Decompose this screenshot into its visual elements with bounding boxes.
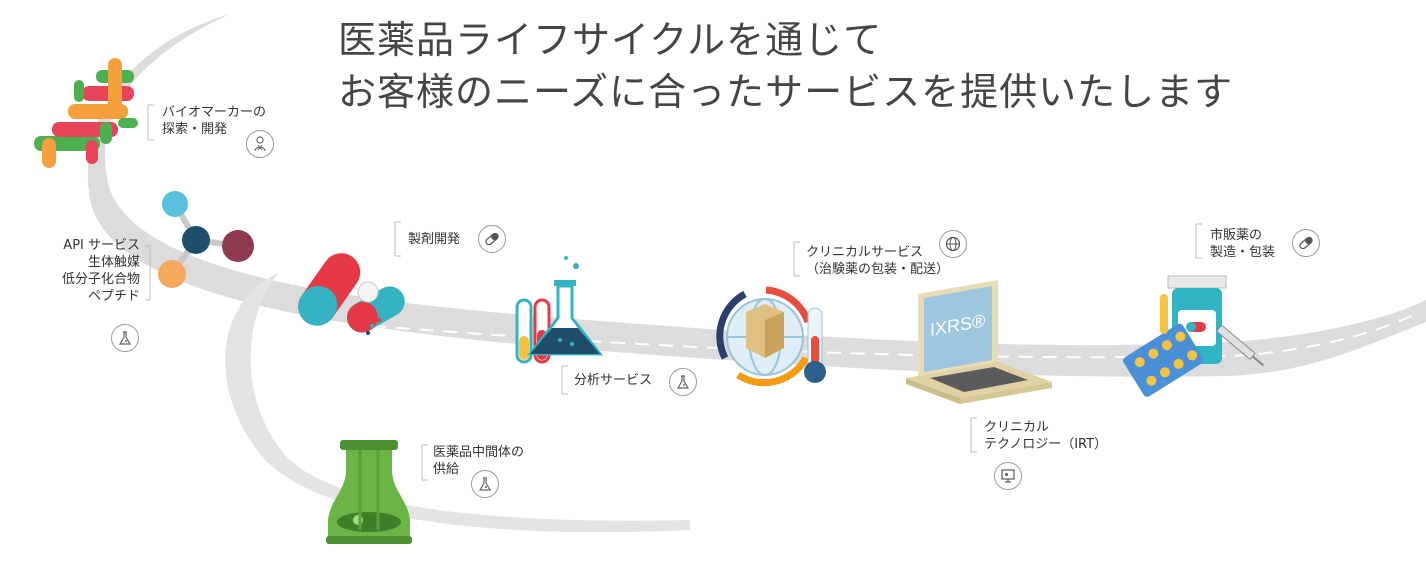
label-intermediates[interactable]: 医薬品中間体の 供給 bbox=[433, 444, 524, 478]
headline-line-2: お客様のニーズに合ったサービスを提供いたします bbox=[338, 70, 1234, 114]
clinical-services-line-1: クリニカルサービス bbox=[806, 245, 924, 260]
formulation-line-1: 製剤開発 bbox=[408, 232, 461, 247]
page-headline: 医薬品ライフサイクルを通じて お客様のニーズに合ったサービスを提供いたします bbox=[338, 14, 1233, 118]
label-analytical[interactable]: 分析サービス bbox=[574, 372, 652, 389]
label-formulation[interactable]: 製剤開発 bbox=[408, 231, 460, 248]
intermediates-line-1: 医薬品中間体の bbox=[433, 445, 525, 460]
flask-icon[interactable] bbox=[471, 470, 499, 498]
capsule-icon[interactable] bbox=[1292, 229, 1320, 257]
clinical-services-line-2: （治験薬の包装・配送） bbox=[806, 262, 950, 277]
capsule-icon[interactable] bbox=[478, 225, 506, 253]
headline-line-1: 医薬品ライフサイクルを通じて bbox=[338, 18, 883, 62]
globe-icon[interactable] bbox=[939, 230, 967, 258]
flask-icon[interactable] bbox=[111, 324, 139, 352]
dna-helix-illustration bbox=[34, 58, 138, 168]
biomarker-line-1: バイオマーカーの bbox=[162, 105, 267, 120]
clinical-tech-line-1: クリニカル bbox=[984, 420, 1050, 435]
label-commercial[interactable]: 市販薬の 製造・包装 bbox=[1210, 227, 1275, 261]
flask-icon[interactable] bbox=[669, 368, 697, 396]
api-line-4: ペプチド bbox=[87, 289, 140, 304]
api-line-2: 生体触媒 bbox=[87, 255, 140, 270]
api-line-3: 低分子化合物 bbox=[61, 272, 140, 287]
label-clinical-services[interactable]: クリニカルサービス （治験薬の包装・配送） bbox=[806, 244, 949, 278]
monitor-icon[interactable] bbox=[994, 462, 1022, 490]
analytical-line-1: 分析サービス bbox=[574, 373, 653, 388]
medicine-package-illustration bbox=[1123, 275, 1265, 397]
label-clinical-technology[interactable]: クリニカル テクノロジー（IRT） bbox=[984, 419, 1107, 453]
globe-cycle-illustration bbox=[716, 286, 826, 387]
intermediates-line-2: 供給 bbox=[433, 462, 460, 477]
commercial-line-1: 市販薬の bbox=[1210, 228, 1263, 243]
reactor-illustration bbox=[326, 440, 412, 544]
api-line-1: API サービス bbox=[63, 238, 140, 253]
flask-illustration bbox=[515, 256, 604, 364]
laptop-illustration: IXRS® bbox=[906, 280, 1052, 404]
commercial-line-2: 製造・包装 bbox=[1210, 245, 1276, 260]
biomarker-line-2: 探索・開発 bbox=[162, 122, 228, 137]
clinical-tech-line-2: テクノロジー（IRT） bbox=[984, 437, 1108, 452]
label-api-services[interactable]: API サービス 生体触媒 低分子化合物 ペプチド bbox=[40, 237, 140, 305]
dna-person-icon[interactable] bbox=[246, 130, 274, 158]
capsules-illustration bbox=[298, 253, 405, 335]
molecule-illustration bbox=[158, 191, 254, 288]
label-biomarker[interactable]: バイオマーカーの 探索・開発 bbox=[162, 104, 266, 138]
label-connectors bbox=[145, 104, 1202, 481]
